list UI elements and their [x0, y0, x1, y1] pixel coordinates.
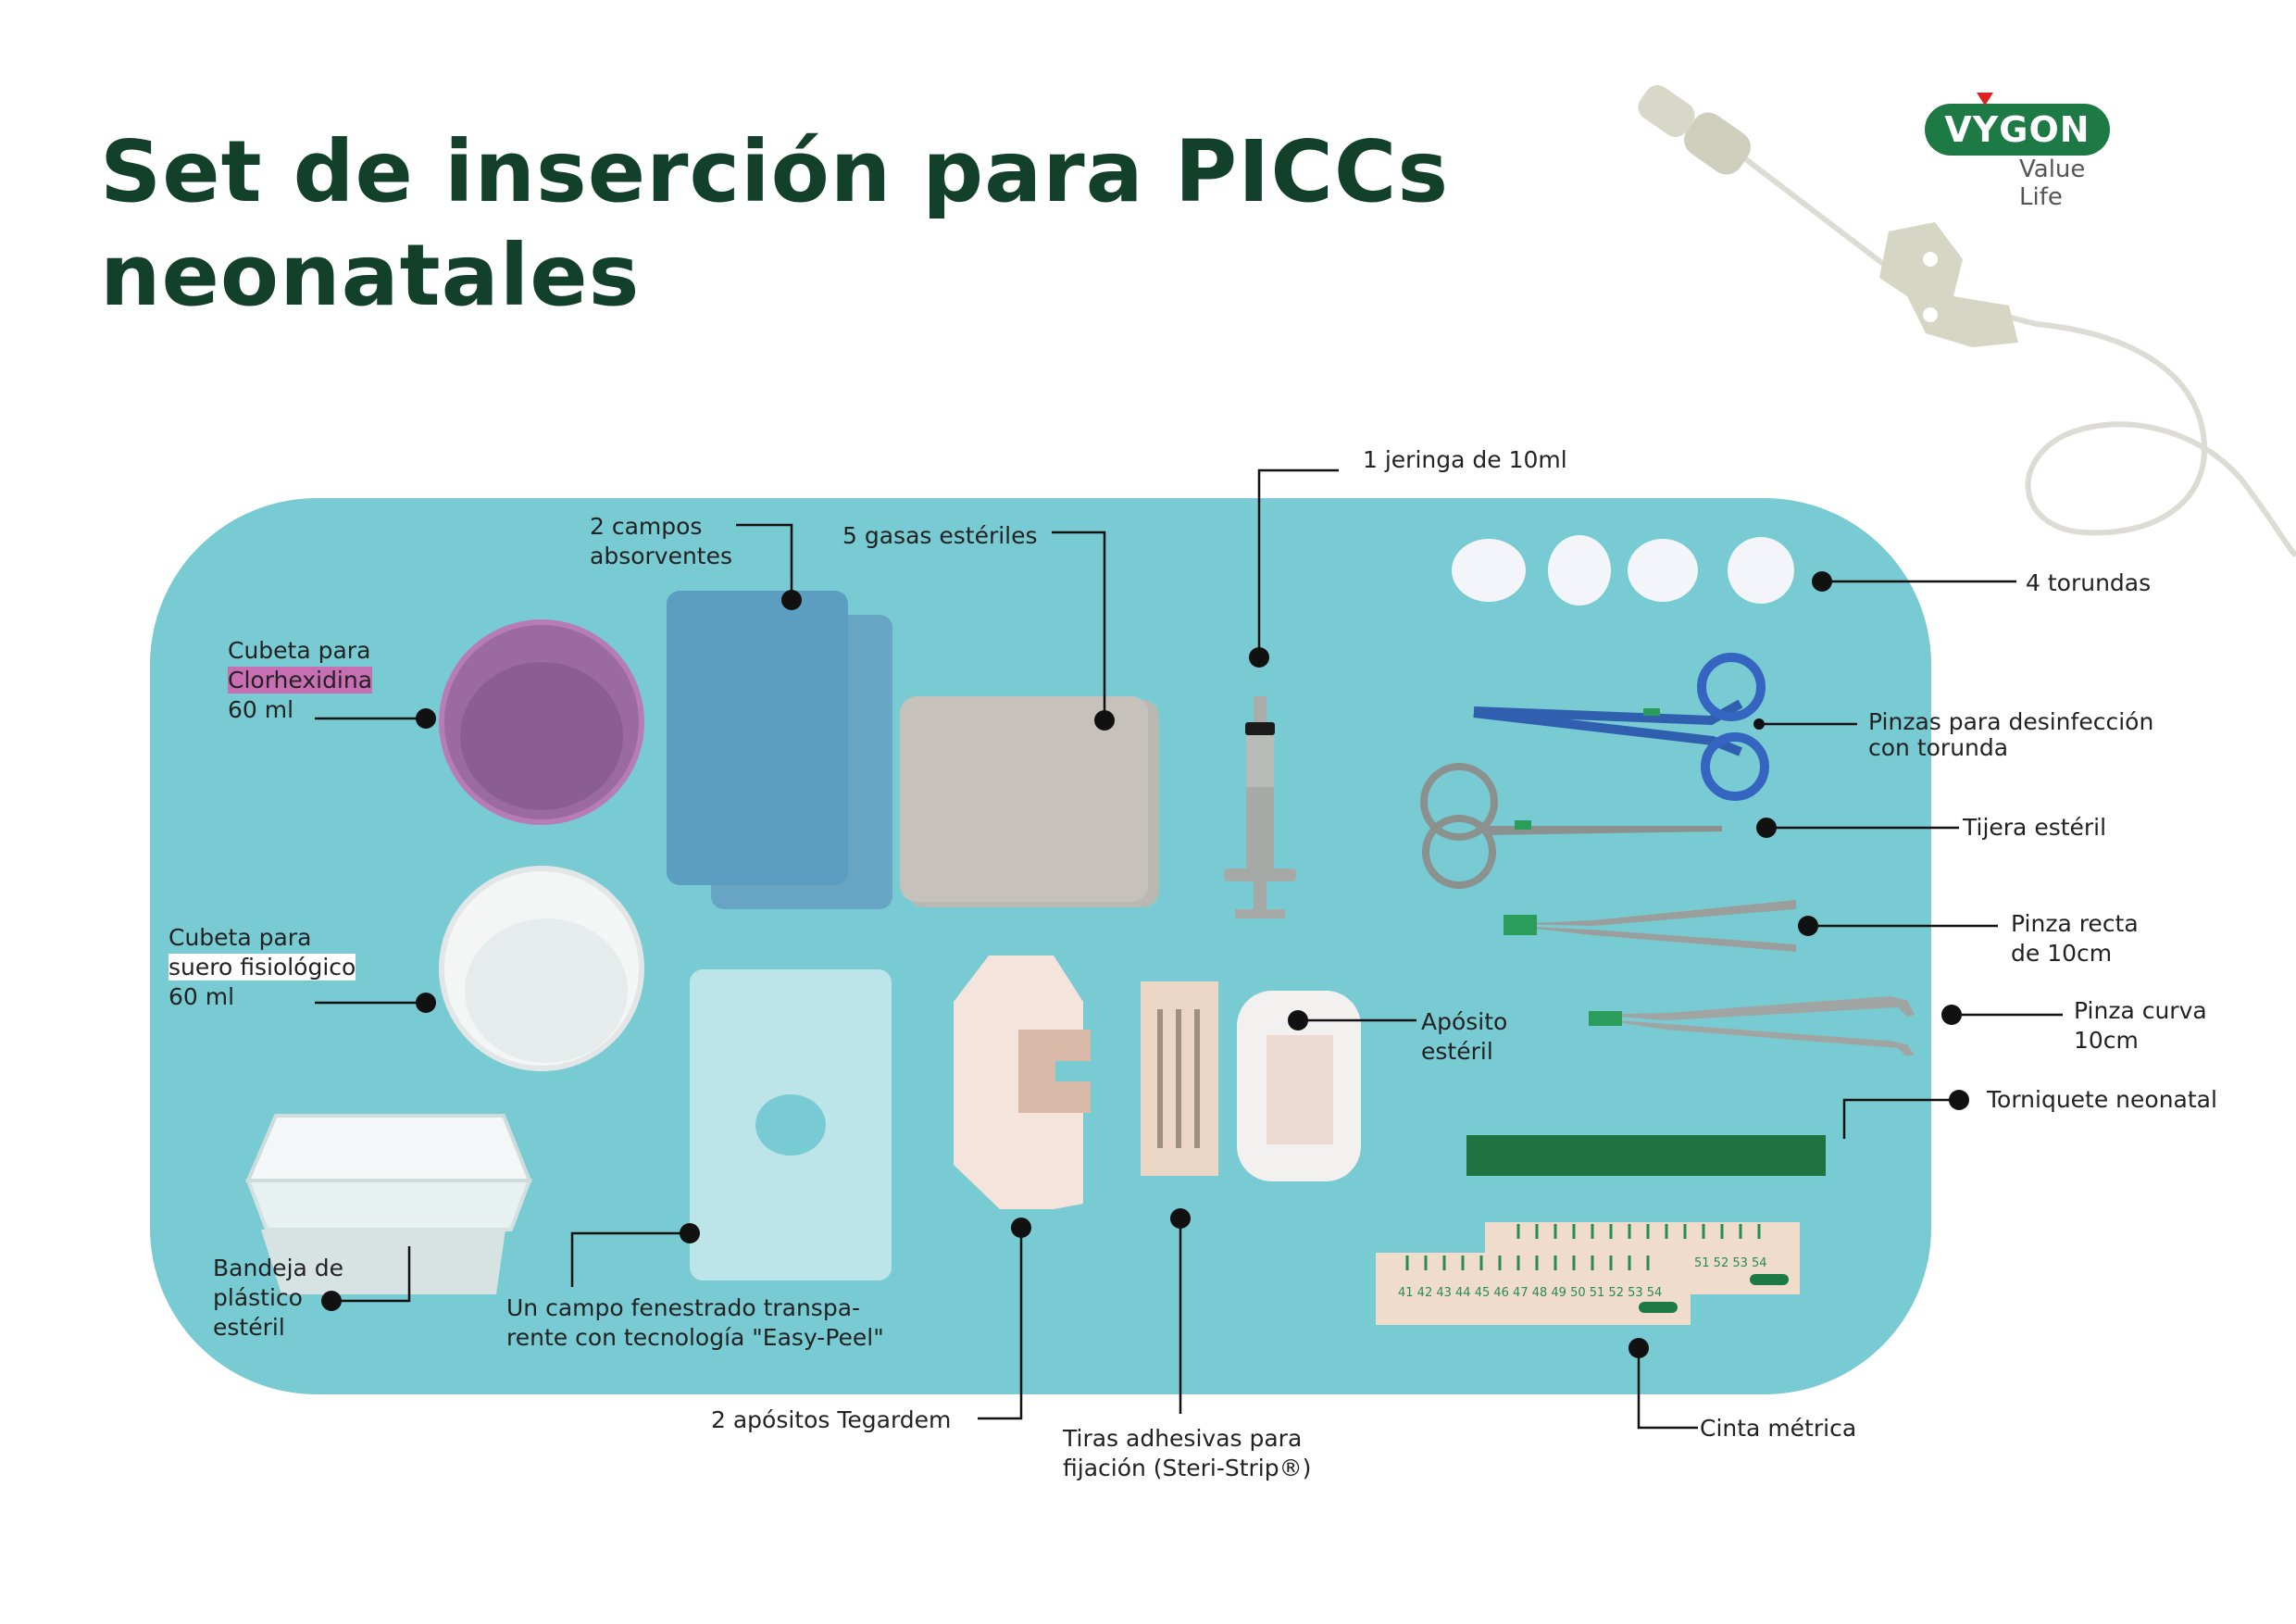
- page-title-line-2: neonatales: [100, 226, 641, 325]
- leader-dots: [321, 571, 1969, 1358]
- tegaderm-dressing-icon: [954, 956, 1120, 1209]
- absorbent-fields-icon: [667, 591, 892, 909]
- label-line: Pinzas para desinfección: [1868, 708, 2154, 735]
- label-torundas: 4 torundas: [2026, 568, 2151, 598]
- label-jeringa: 1 jeringa de 10ml: [1363, 445, 1567, 475]
- label-line-highlight: suero fisiológico: [168, 954, 356, 981]
- scissors-icon: [1420, 763, 1722, 889]
- label-line: con torunda: [1868, 734, 2009, 761]
- straight-forceps-icon: [1504, 900, 1796, 952]
- label-line: Pinza recta: [2011, 910, 2139, 937]
- tape-logo-badge: [1750, 1274, 1789, 1285]
- label-line: Tijera estéril: [1963, 814, 2107, 841]
- label-line: plástico: [213, 1284, 303, 1311]
- label-aposito-esteril: Apósito estéril: [1421, 1007, 1507, 1067]
- steri-strip-icon: [1141, 981, 1218, 1176]
- label-tijera: Tijera estéril: [1963, 813, 2106, 843]
- label-pinzas-desinfeccion: Pinzas para desinfección con torunda: [1868, 709, 2153, 761]
- logo-badge: VYGON: [1925, 104, 2110, 156]
- tourniquet-icon: [1466, 1135, 1826, 1176]
- label-pinza-recta: Pinza recta de 10cm: [2011, 909, 2139, 968]
- gauze-pads-icon: [900, 696, 1159, 907]
- label-line: 60 ml: [228, 696, 294, 723]
- label-pinza-curva: Pinza curva 10cm: [2074, 996, 2207, 1056]
- label-line: Cubeta para: [168, 924, 312, 951]
- leader-lines: [315, 468, 2063, 1430]
- label-line: Tiras adhesivas para: [1063, 1425, 1303, 1452]
- label-bandeja: Bandeja de plástico estéril: [213, 1254, 343, 1343]
- label-line: Cubeta para: [228, 637, 371, 664]
- label-line: 60 ml: [168, 983, 235, 1010]
- label-line: 2 campos: [590, 513, 703, 540]
- cotton-balls-icon: [1452, 535, 1794, 606]
- label-line: Bandeja de: [213, 1255, 344, 1281]
- label-line: 4 torundas: [2026, 569, 2152, 596]
- label-apositos-tegardem: 2 apósitos Tegardem: [711, 1405, 951, 1435]
- label-line: estéril: [213, 1314, 285, 1341]
- page-title: Set de inserción para PICCs neonatales: [100, 120, 1449, 328]
- picc-catheter-icon: [1638, 84, 2296, 558]
- label-line: Apósito: [1421, 1008, 1508, 1035]
- label-line-highlight: Clorhexidina: [228, 667, 373, 693]
- curved-forceps-icon: [1589, 996, 1915, 1056]
- label-line: fijación (Steri-Strip®): [1063, 1455, 1312, 1481]
- label-line: rente con tecnología "Easy-Peel": [506, 1324, 884, 1351]
- logo-tagline: Value Life: [2019, 156, 2086, 211]
- label-line: Cinta métrica: [1700, 1415, 1857, 1442]
- syringe-icon: [1224, 696, 1296, 918]
- label-line: 1 jeringa de 10ml: [1363, 446, 1567, 473]
- label-line: absorventes: [590, 543, 733, 569]
- label-gasas: 5 gasas estériles: [842, 521, 1038, 551]
- logo-mark-icon: [1977, 93, 1993, 106]
- label-line: Torniquete neonatal: [1987, 1086, 2217, 1113]
- label-torniquete: Torniquete neonatal: [1987, 1085, 2217, 1115]
- label-cubeta-suero: Cubeta para suero fisiológico 60 ml: [168, 923, 356, 1012]
- page-title-line-1: Set de inserción para PICCs: [100, 122, 1450, 221]
- tape-front-numbers: 41 42 43 44 45 46 47 48 49 50 51 52 53 5…: [1398, 1286, 1662, 1300]
- label-line: 2 apósitos Tegardem: [711, 1406, 952, 1433]
- fenestrated-field-icon: [690, 969, 892, 1280]
- label-tiras-adhesivas: Tiras adhesivas para fijación (Steri-Str…: [1063, 1424, 1311, 1483]
- vygon-logo: VYGON Value Life: [1921, 93, 2125, 211]
- plastic-tray-icon: [244, 1114, 532, 1294]
- measuring-tape-icon: 51 52 53 54 41 42 43 44 45 46 47 48 49 5…: [1376, 1222, 1800, 1325]
- label-line: Un campo fenestrado transpa-: [506, 1294, 861, 1321]
- label-cinta-metrica: Cinta métrica: [1700, 1414, 1856, 1443]
- suero-bowl-icon: [439, 866, 644, 1071]
- label-campo-fenestrado: Un campo fenestrado transpa- rente con t…: [506, 1293, 884, 1353]
- tape-logo-badge-front: [1639, 1302, 1678, 1313]
- label-line: Pinza curva: [2074, 997, 2207, 1024]
- label-line: estéril: [1421, 1038, 1493, 1065]
- sterile-dressing-icon: [1237, 991, 1361, 1181]
- clorhexidina-bowl-icon: [439, 619, 644, 825]
- label-line: de 10cm: [2011, 940, 2113, 967]
- label-line: 5 gasas estériles: [842, 522, 1038, 549]
- label-line: 10cm: [2074, 1027, 2139, 1054]
- label-cubeta-clorhexidina: Cubeta para Clorhexidina 60 ml: [228, 636, 373, 725]
- label-campos-absorbentes: 2 campos absorventes: [590, 512, 732, 571]
- tape-back-numbers: 51 52 53 54: [1694, 1256, 1767, 1270]
- disinfection-forceps-icon: [1473, 653, 1769, 801]
